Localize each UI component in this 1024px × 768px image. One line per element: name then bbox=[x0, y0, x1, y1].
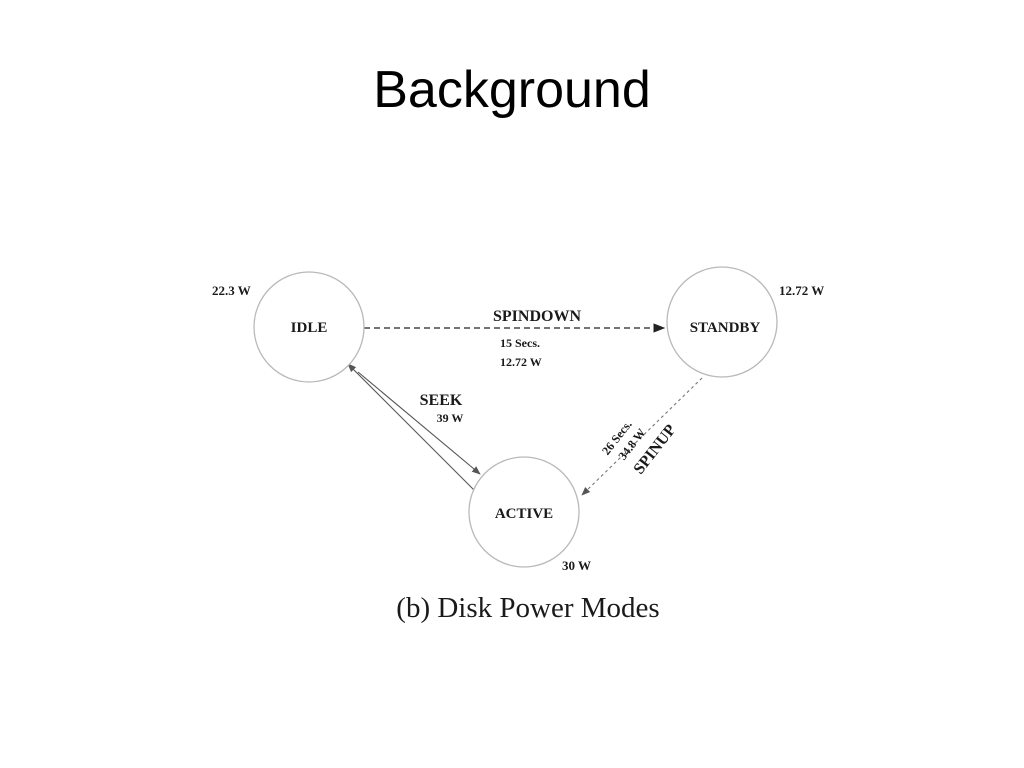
spindown-label: SPINDOWN bbox=[493, 308, 581, 325]
spindown-time: 15 Secs. bbox=[500, 336, 540, 350]
slide-title: Background bbox=[373, 61, 651, 119]
diagram-caption: (b) Disk Power Modes bbox=[396, 592, 659, 624]
active-node-label: ACTIVE bbox=[495, 506, 553, 522]
active-power-label: 30 W bbox=[562, 558, 591, 573]
standby-node bbox=[666, 266, 778, 378]
standby-node-label: STANDBY bbox=[690, 320, 761, 336]
seek-edge-to-idle bbox=[347, 363, 475, 491]
idle-node-label: IDLE bbox=[291, 320, 328, 336]
spinup-edge bbox=[581, 377, 703, 496]
seek-edge-to-active bbox=[357, 371, 481, 475]
idle-node bbox=[253, 271, 365, 383]
standby-power-label: 12.72 W bbox=[779, 283, 824, 298]
seek-label: SEEK bbox=[420, 392, 463, 409]
seek-power: 39 W bbox=[437, 411, 464, 425]
idle-power-label: 22.3 W bbox=[212, 283, 251, 298]
spindown-power: 12.72 W bbox=[500, 355, 542, 369]
active-node bbox=[468, 456, 580, 568]
